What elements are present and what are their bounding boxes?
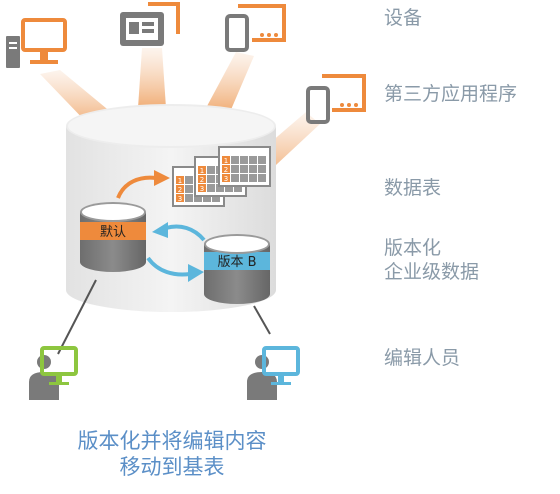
- caption-line-2: 移动到基表: [119, 455, 225, 479]
- label-editors: 编辑人员: [384, 347, 461, 369]
- default-database: 默认: [80, 202, 146, 272]
- label-data-tables: 数据表: [384, 177, 442, 199]
- move-to-base-arrow: [116, 175, 157, 199]
- table-row-number: 2: [178, 186, 182, 194]
- tablet-landscape-icon: [120, 2, 180, 46]
- sync-arrow-to-default: [165, 224, 206, 242]
- move-to-base-arrowhead: [154, 170, 170, 186]
- table-row-number: 2: [200, 176, 204, 184]
- smartphone-icon: [225, 4, 286, 52]
- sync-arrow-to-version-b: [146, 256, 191, 277]
- table-row-number: 2: [224, 166, 228, 174]
- caption-line-1: 版本化并将编辑内容: [77, 429, 267, 453]
- table-row-number: 1: [224, 157, 228, 165]
- editor-left-icon: [29, 346, 78, 400]
- label-versioned: 版本化: [384, 237, 442, 259]
- default-database-label: 默认: [100, 224, 126, 240]
- label-enterprise-data: 企业级数据: [384, 261, 480, 283]
- data-table-sheet: 123: [218, 146, 271, 187]
- table-row-number: 1: [178, 177, 182, 185]
- sync-arrowhead-right: [188, 264, 204, 282]
- editor-right-icon: [247, 346, 300, 400]
- version-b-database-label: 版本 B: [217, 255, 256, 270]
- editor-left-connector: [57, 279, 97, 355]
- label-devices: 设备: [384, 7, 423, 29]
- desktop-computer-icon: [6, 18, 67, 68]
- sync-arrowhead-left: [152, 222, 168, 238]
- label-third-party-apps: 第三方应用程序: [384, 83, 518, 105]
- editor-right-connector: [253, 305, 271, 335]
- version-b-database: 版本 B: [204, 234, 270, 304]
- third-party-app-icon: [306, 74, 366, 124]
- table-row-number: 3: [224, 175, 228, 183]
- table-row-number: 1: [200, 167, 204, 175]
- table-row-number: 3: [200, 185, 204, 193]
- table-row-number: 3: [178, 195, 182, 203]
